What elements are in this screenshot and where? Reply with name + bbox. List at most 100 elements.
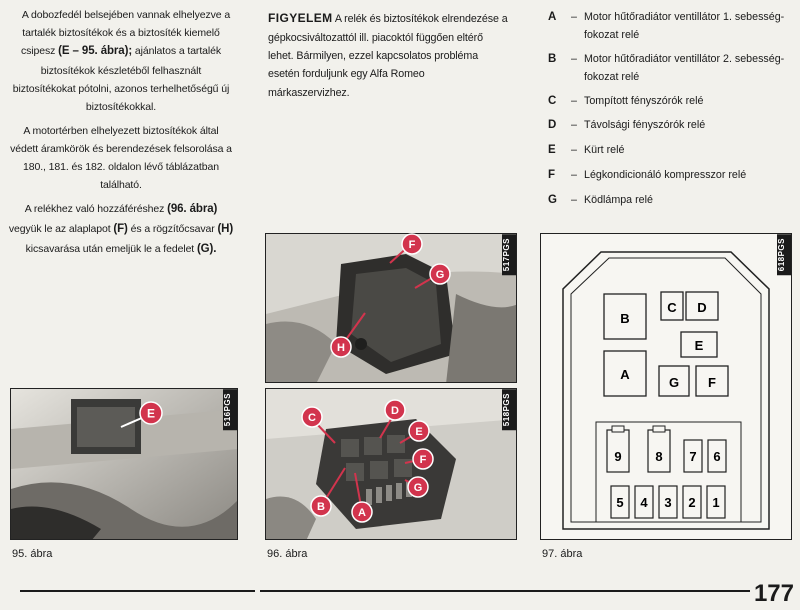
callout-D: D	[379, 399, 406, 439]
fuse-8: 8	[647, 425, 671, 473]
text: kicsavarása után emeljük le a fedelet	[25, 242, 195, 255]
legend-dash: –	[571, 11, 577, 23]
legend-dash: –	[571, 144, 577, 157]
relay-D-label: D	[697, 300, 706, 315]
callout-G: G	[404, 476, 429, 498]
relay-F-label: F	[708, 375, 716, 390]
paragraph-3: A relékhez való hozzáféréshez (96. ábra)…	[8, 200, 234, 259]
callouts-96-bottom: C D E F G B A	[301, 399, 434, 523]
legend-key: B	[548, 52, 557, 65]
fuse-8-label: 8	[655, 449, 662, 464]
legend-key: D	[548, 119, 557, 132]
callout-F-label: F	[409, 239, 416, 251]
legend-dash: –	[571, 119, 577, 132]
relay-E-label: E	[695, 338, 704, 353]
warning-text: A relék és biztosítékok elrendezése a gé…	[268, 13, 508, 99]
fuse-9: 9	[606, 425, 630, 473]
callout-D-label: D	[391, 405, 399, 417]
fuse-1-label: 1	[712, 495, 719, 510]
legend-text: Motor hűtőradiátor ventillátor 2. sebess…	[584, 52, 785, 84]
relay-legend-list: A–Motor hűtőradiátor ventillátor 1. sebe…	[548, 8, 788, 215]
relay-A: A	[603, 350, 647, 397]
callout-B-label: B	[317, 501, 325, 513]
column-left: A dobozfedél belsejében vannak elhelyezv…	[8, 6, 234, 265]
legend-item-d: D–Távolsági fényszórók relé	[548, 116, 788, 136]
fuse-2: 2	[682, 485, 702, 519]
legend-item-b: B –Motor hűtőradiátor ventillátor 2. sebe…	[548, 50, 788, 87]
callout-E-95: E	[139, 401, 163, 425]
legend-key: G	[548, 193, 557, 206]
fuse-4-label: 4	[640, 495, 648, 510]
relay-C: C	[660, 291, 684, 321]
fuse-3: 3	[658, 485, 678, 519]
text: vegyük le az alaplapot	[8, 222, 111, 235]
fuse-3-label: 3	[664, 495, 671, 510]
figure-96-top-photo: 517PGS	[265, 233, 517, 383]
callout-A-label: A	[358, 507, 366, 519]
figure-95-tag: 516PGS	[223, 389, 237, 431]
relay-D: D	[685, 291, 719, 321]
relay-B-label: B	[620, 311, 629, 326]
text: és a rögzítőcsavar	[130, 222, 215, 235]
fuse-7: 7	[683, 439, 703, 473]
callout-F-label: F	[420, 454, 427, 466]
figure-96-bottom-photo: 518PGS	[265, 388, 517, 540]
figure-97-caption: 97. ábra	[542, 548, 583, 560]
engine-bay-photo-95	[11, 389, 237, 539]
column-middle: FIGYELEM A relék és biztosítékok elrende…	[268, 8, 508, 102]
bold-ref: (E – 95. ábra);	[58, 45, 133, 58]
legend-dash: –	[571, 94, 577, 107]
bold-ref: (G).	[196, 242, 217, 255]
text: A dobozfedél belsejében vannak elhelyezv…	[20, 9, 231, 58]
relay-G: G	[658, 365, 690, 397]
bold-ref: (F)	[113, 222, 128, 235]
footer-rule-right	[260, 590, 750, 592]
legend-item-a: A–Motor hűtőradiátor ventillátor 1. sebe…	[548, 8, 788, 45]
fuse-4: 4	[634, 485, 654, 519]
legend-dash: –	[571, 168, 577, 181]
legend-dash: –	[571, 193, 577, 206]
legend-text: Tompított fényszórók relé	[584, 94, 704, 107]
relay-C-label: C	[667, 300, 677, 315]
engine-bay-photo-96-top	[266, 234, 516, 382]
figure-95-photo: 516PGS	[10, 388, 238, 540]
fuse-7-label: 7	[689, 449, 696, 464]
text: A motortérben elhelyezett biztosítékok á…	[10, 125, 232, 192]
legend-key: A	[548, 11, 557, 23]
figure-97-tag: 618PGS	[777, 234, 791, 276]
paragraph-2: A motortérben elhelyezett biztosítékok á…	[8, 122, 234, 194]
callout-C-label: C	[308, 412, 316, 424]
legend-key: C	[548, 94, 557, 107]
callout-B: B	[310, 467, 346, 517]
relay-E: E	[680, 331, 718, 358]
fuse-6-label: 6	[713, 449, 720, 464]
fuse-box-diagram: B C D E A G F 9 8 7 6 5 4 3 2 1	[562, 251, 770, 530]
fuse-5-label: 5	[616, 495, 623, 510]
legend-item-g: G –Ködlámpa relé	[548, 191, 788, 211]
figure-96-caption: 96. ábra	[267, 548, 308, 560]
callout-E-95-label: E	[147, 407, 155, 421]
callout-G-label: G	[436, 269, 445, 281]
legend-text: Kürt relé	[584, 144, 625, 157]
fuse-9-label: 9	[614, 449, 621, 464]
callout-G-96: G	[414, 263, 451, 289]
relay-B: B	[603, 293, 647, 340]
callouts-96-top: F G H	[330, 233, 451, 358]
footer-rule-left	[20, 590, 255, 592]
fuse-1: 1	[706, 485, 726, 519]
legend-text: Ködlámpa relé	[584, 193, 653, 206]
legend-dash: –	[571, 52, 577, 65]
figure-95-caption: 95. ábra	[12, 548, 53, 560]
warning-heading: FIGYELEM	[268, 11, 333, 25]
bold-ref: (96. ábra)	[167, 203, 218, 216]
callout-A: A	[351, 472, 373, 523]
callout-E: E	[399, 420, 430, 444]
callout-H-label: H	[337, 342, 345, 354]
fuse-5: 5	[610, 485, 630, 519]
callout-G-label: G	[414, 482, 423, 494]
legend-item-e: E –Kürt relé	[548, 141, 788, 161]
legend-key: E	[548, 144, 556, 157]
callout-E-label: E	[415, 426, 422, 438]
callout-C: C	[301, 406, 336, 444]
figure-97-diagram: B C D E A G F 9 8 7 6 5 4 3 2 1 618PGS	[540, 233, 792, 540]
